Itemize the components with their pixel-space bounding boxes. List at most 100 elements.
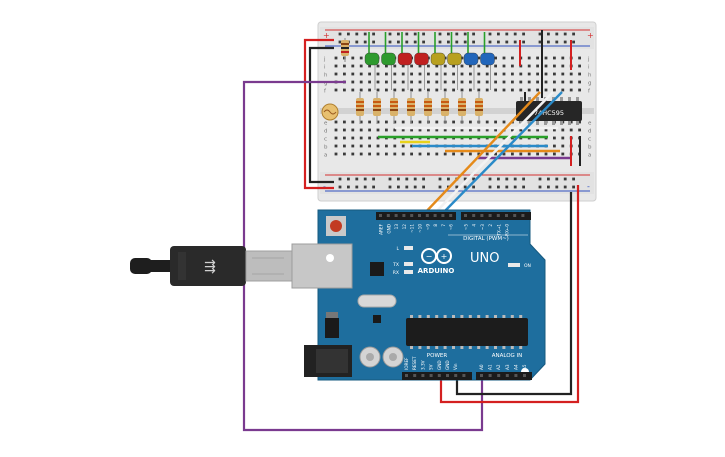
svg-text:−: − bbox=[426, 252, 433, 261]
resistor[interactable] bbox=[424, 92, 432, 124]
red-rail-wire-left[interactable] bbox=[303, 38, 334, 190]
row-letter: f bbox=[324, 89, 327, 95]
pin-label: 8 bbox=[433, 224, 438, 227]
led-on bbox=[508, 263, 520, 267]
photoresistor[interactable] bbox=[321, 103, 339, 121]
mounting-hole bbox=[326, 254, 334, 262]
center-channel bbox=[320, 108, 594, 114]
svg-text:+: + bbox=[441, 252, 448, 261]
row-letter: j bbox=[323, 57, 326, 63]
label-rx: RX bbox=[393, 270, 399, 276]
bottom-power-rail bbox=[320, 172, 594, 194]
pin-label: GND bbox=[386, 224, 391, 234]
pin-label: ~5 bbox=[464, 224, 469, 231]
led[interactable] bbox=[364, 32, 380, 90]
atmega-chip bbox=[406, 318, 528, 346]
voltage-regulator bbox=[325, 318, 339, 338]
row-letter: i bbox=[588, 65, 590, 71]
pin-label: A4 bbox=[513, 364, 518, 370]
blue-wire-d10[interactable] bbox=[439, 91, 563, 217]
orange-wire-d12[interactable] bbox=[421, 91, 541, 217]
row-letter: f bbox=[588, 89, 591, 95]
row-letter: c bbox=[588, 137, 591, 143]
red-wire-5v[interactable] bbox=[439, 185, 580, 404]
pin-label: 7 bbox=[441, 224, 446, 227]
resistor[interactable] bbox=[407, 92, 415, 124]
power-header bbox=[402, 372, 472, 380]
resistor[interactable] bbox=[441, 92, 449, 124]
usb-plug[interactable] bbox=[170, 246, 246, 286]
led[interactable] bbox=[430, 32, 446, 90]
resistor[interactable] bbox=[373, 92, 381, 124]
row-letter: j bbox=[587, 57, 590, 63]
row-letter: d bbox=[324, 129, 328, 135]
rail-plus-label: + bbox=[323, 31, 330, 40]
led[interactable] bbox=[381, 32, 396, 90]
led[interactable] bbox=[414, 32, 429, 90]
pin-label: 5V bbox=[429, 364, 434, 370]
row-letter: a bbox=[588, 153, 591, 159]
ic-label: 74HC595 bbox=[534, 109, 564, 117]
black-rail-wire-left[interactable] bbox=[308, 46, 334, 184]
led-tx bbox=[404, 262, 413, 266]
led[interactable] bbox=[463, 32, 479, 90]
white-wire-d11[interactable] bbox=[431, 91, 554, 217]
pin-label: 12 bbox=[402, 224, 407, 230]
label-tx: TX bbox=[392, 262, 399, 268]
led[interactable] bbox=[447, 32, 462, 90]
digital-header-low bbox=[461, 212, 531, 220]
pin-label: ~3 bbox=[480, 224, 485, 231]
row-letter: g bbox=[588, 81, 592, 87]
resistor[interactable] bbox=[458, 92, 466, 124]
rail-minus-label: - bbox=[323, 182, 326, 191]
row-letter: e bbox=[588, 121, 592, 127]
pin-label: A1 bbox=[488, 364, 493, 370]
purple-wire-a0[interactable] bbox=[242, 80, 484, 432]
rail-plus-label-right: + bbox=[587, 31, 594, 40]
led[interactable] bbox=[397, 32, 413, 90]
row-letter: i bbox=[324, 65, 326, 71]
power-label: POWER bbox=[427, 353, 448, 359]
resistor[interactable] bbox=[390, 92, 398, 124]
crystal bbox=[357, 294, 397, 308]
resistor[interactable] bbox=[356, 92, 364, 124]
led[interactable] bbox=[480, 32, 495, 90]
row-letter: c bbox=[324, 137, 327, 143]
pin-label: A5 bbox=[522, 364, 527, 370]
pin-label: ~11 bbox=[410, 224, 415, 233]
row-letter: h bbox=[324, 73, 328, 79]
row-letter: h bbox=[588, 73, 592, 79]
pin-label: A0 bbox=[479, 364, 484, 370]
label-l: L bbox=[396, 246, 399, 252]
led-row bbox=[364, 32, 495, 90]
row-letter: b bbox=[588, 145, 592, 151]
pin-label: GND bbox=[445, 360, 450, 370]
pin-label: 3.3V bbox=[420, 360, 425, 370]
usb-cable[interactable]: ⇶ bbox=[130, 246, 293, 286]
pin-label: ~6 bbox=[449, 224, 454, 231]
digital-header-high bbox=[376, 212, 456, 220]
rail-minus-label-right: - bbox=[587, 182, 590, 191]
resistor-top[interactable] bbox=[341, 38, 349, 62]
pin-label: 4 bbox=[472, 224, 477, 227]
row-letter: e bbox=[324, 121, 328, 127]
label-on: ON bbox=[524, 263, 531, 269]
pin-label: AREF bbox=[379, 223, 384, 234]
usb-chip bbox=[370, 262, 384, 276]
row-letter: b bbox=[324, 145, 328, 151]
digital-label: DIGITAL (PWM~) bbox=[463, 236, 509, 242]
led-l bbox=[404, 246, 413, 250]
black-wire-gnd[interactable] bbox=[455, 192, 573, 396]
pin-label: Vin bbox=[453, 363, 458, 370]
row-letter: d bbox=[588, 129, 592, 135]
resistor[interactable] bbox=[475, 92, 483, 124]
pin-label: A3 bbox=[505, 364, 510, 370]
analog-label: ANALOG IN bbox=[492, 353, 523, 359]
arduino-logo: − + bbox=[421, 248, 452, 264]
usb-port bbox=[291, 243, 353, 289]
